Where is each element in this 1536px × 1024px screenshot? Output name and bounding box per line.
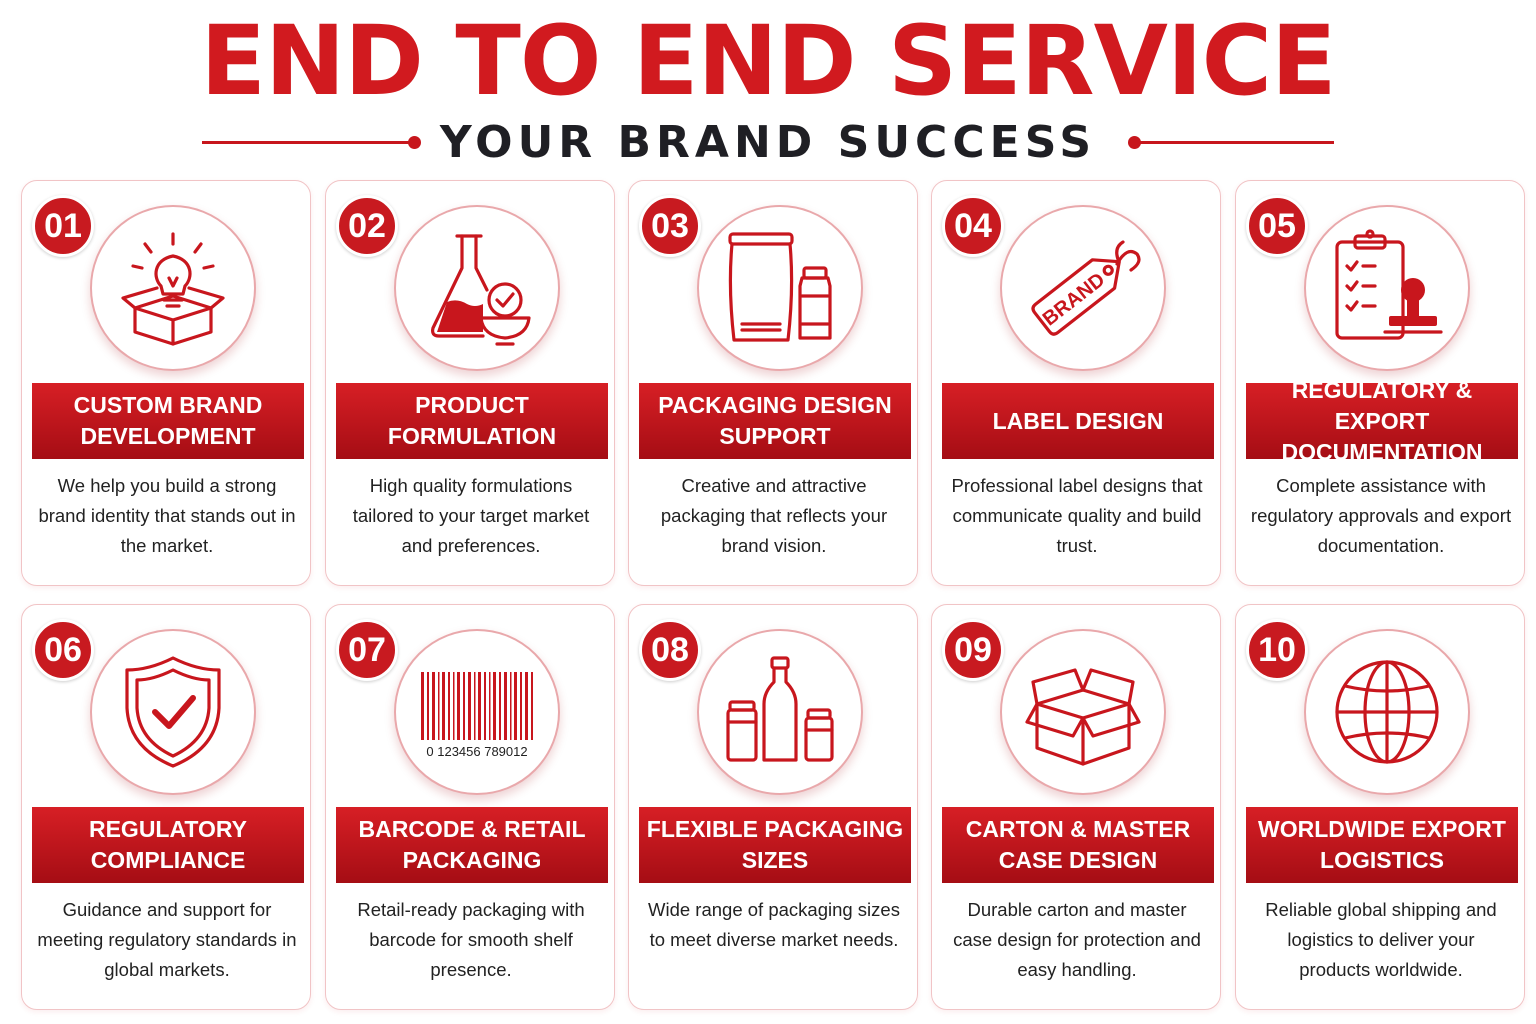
icon-badge — [90, 205, 256, 371]
service-card-regulatory-export-docs: 05 REGULATORY & EXPORT DOCUMENTATION Com… — [1235, 180, 1525, 586]
service-card-barcode-retail: 0 123456 789012 07 BARCODE & RETAIL PACK… — [325, 604, 615, 1010]
step-number-badge: 08 — [639, 619, 701, 681]
step-number-badge: 06 — [32, 619, 94, 681]
service-title: REGULATORY COMPLIANCE — [32, 807, 304, 883]
subtitle-left-dot — [408, 136, 421, 149]
service-card-custom-brand: 01 CUSTOM BRAND DEVELOPMENT We help you … — [21, 180, 311, 586]
service-description: High quality formulations tailored to yo… — [352, 475, 590, 556]
pouch-bottle-icon — [728, 232, 832, 342]
service-card-flexible-sizes: 08 FLEXIBLE PACKAGING SIZES Wide range o… — [628, 604, 918, 1010]
service-card-carton-master-case: 09 CARTON & MASTER CASE DESIGN Durable c… — [931, 604, 1221, 1010]
service-description: Durable carton and master case design fo… — [953, 899, 1201, 980]
service-description: Complete assistance with regulatory appr… — [1250, 475, 1512, 556]
clipboard-stamp-icon — [1335, 229, 1443, 340]
service-description: Wide range of packaging sizes to meet di… — [648, 899, 900, 950]
service-card-packaging-design: 03 PACKAGING DESIGN SUPPORT Creative and… — [628, 180, 918, 586]
service-card-label-design: BRAND 04 LABEL DESIGN Professional label… — [931, 180, 1221, 586]
service-card-regulatory-compliance: 06 REGULATORY COMPLIANCE Guidance and su… — [21, 604, 311, 1010]
icon-badge — [697, 205, 863, 371]
open-carton-icon — [1025, 668, 1141, 766]
service-title: PACKAGING DESIGN SUPPORT — [639, 383, 911, 459]
service-description: Professional label designs that communic… — [951, 475, 1203, 556]
shield-check-icon — [125, 656, 221, 768]
step-number-badge: 05 — [1246, 195, 1308, 257]
service-card-worldwide-logistics: 10 WORLDWIDE EXPORT LOGISTICS Reliable g… — [1235, 604, 1525, 1010]
service-title: BARCODE & RETAIL PACKAGING — [336, 807, 608, 883]
step-number-badge: 10 — [1246, 619, 1308, 681]
step-number-badge: 02 — [336, 195, 398, 257]
bottles-icon — [726, 656, 834, 762]
globe-icon — [1335, 660, 1439, 764]
page-title: END TO END SERVICE — [200, 5, 1336, 117]
icon-badge: BRAND — [1000, 205, 1166, 371]
barcode-number: 0 123456 789012 — [426, 744, 527, 759]
service-title: FLEXIBLE PACKAGING SIZES — [639, 807, 911, 883]
service-description: Guidance and support for meeting regulat… — [37, 899, 297, 980]
lightbulb-box-icon — [121, 232, 225, 346]
subtitle-right-rule — [1138, 141, 1334, 144]
step-number-badge: 07 — [336, 619, 398, 681]
subtitle-row: YOUR BRAND SUCCESS — [0, 112, 1536, 172]
brand-tag-icon: BRAND — [1031, 240, 1141, 336]
subtitle-left-rule — [202, 141, 412, 144]
icon-badge — [394, 205, 560, 371]
step-number-badge: 04 — [942, 195, 1004, 257]
service-card-product-formulation: 02 PRODUCT FORMULATION High quality form… — [325, 180, 615, 586]
subtitle-right-dot — [1128, 136, 1141, 149]
service-title: WORLDWIDE EXPORT LOGISTICS — [1246, 807, 1518, 883]
icon-badge — [697, 629, 863, 795]
service-title: CARTON & MASTER CASE DESIGN — [942, 807, 1214, 883]
service-description: We help you build a strong brand identit… — [38, 475, 296, 556]
barcode-icon: 0 123456 789012 — [421, 672, 533, 759]
service-title: CUSTOM BRAND DEVELOPMENT — [32, 383, 304, 459]
flask-bowl-icon — [431, 234, 531, 346]
step-number-badge: 09 — [942, 619, 1004, 681]
service-title: REGULATORY & EXPORT DOCUMENTATION — [1246, 377, 1518, 465]
step-number-badge: 01 — [32, 195, 94, 257]
service-title: LABEL DESIGN — [942, 383, 1214, 459]
service-title: PRODUCT FORMULATION — [336, 383, 608, 459]
service-description: Creative and attractive packaging that r… — [660, 475, 888, 556]
page-subtitle: YOUR BRAND SUCCESS — [439, 117, 1097, 168]
icon-badge: 0 123456 789012 — [394, 629, 560, 795]
service-description: Retail-ready packaging with barcode for … — [357, 899, 585, 980]
icon-badge — [1000, 629, 1166, 795]
service-description: Reliable global shipping and logistics t… — [1265, 899, 1497, 980]
icon-badge — [90, 629, 256, 795]
icon-badge — [1304, 629, 1470, 795]
step-number-badge: 03 — [639, 195, 701, 257]
icon-badge — [1304, 205, 1470, 371]
